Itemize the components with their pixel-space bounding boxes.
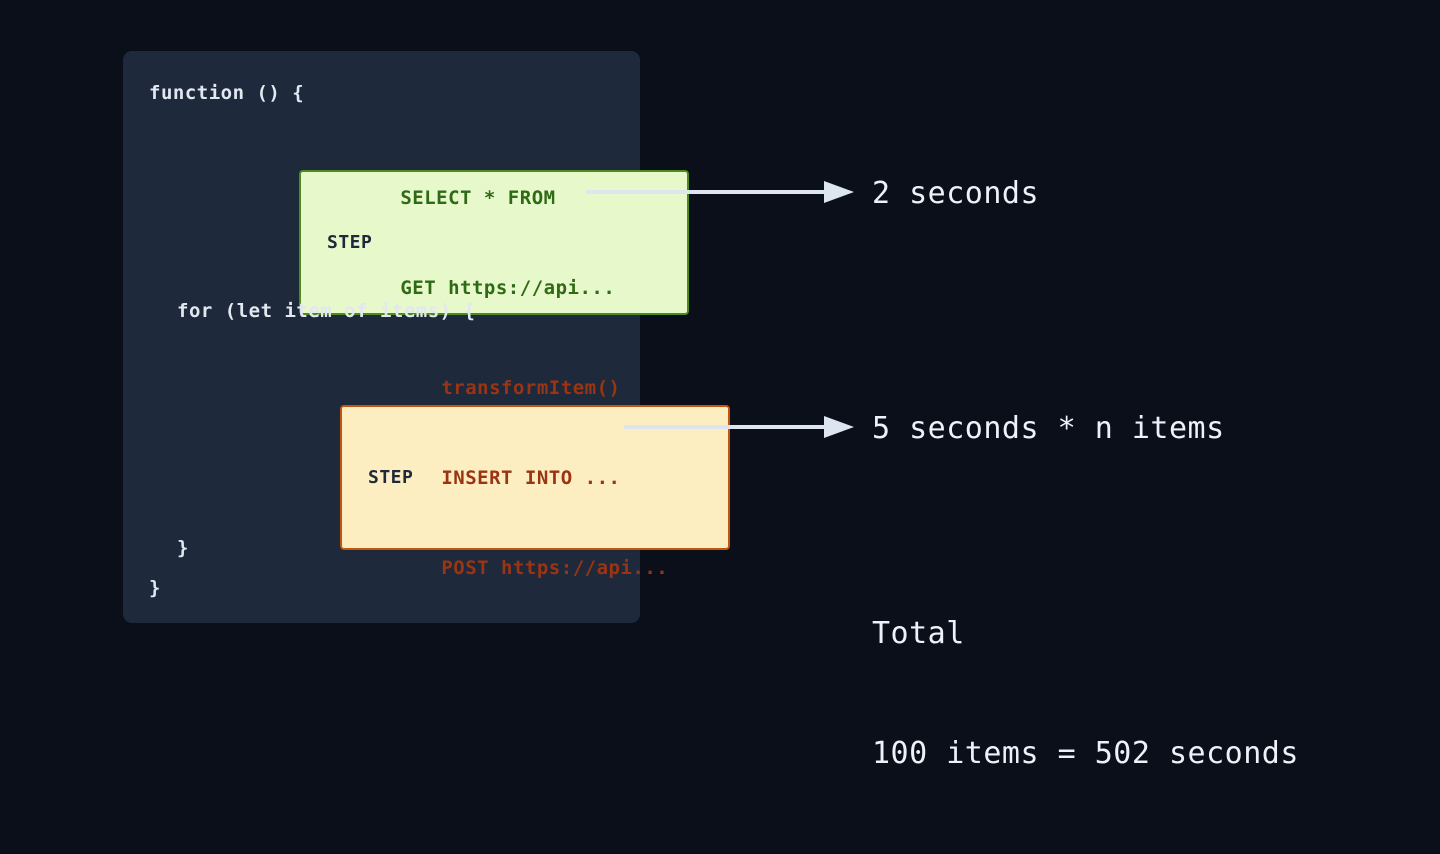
step-label-1: STEP xyxy=(327,232,373,253)
step-code-1-line-1: SELECT * FROM xyxy=(400,186,556,209)
code-line-function-close: } xyxy=(149,577,161,599)
step-code-1: SELECT * FROM GET https://api... xyxy=(400,123,687,363)
step-code-2-line-2: INSERT INTO ... xyxy=(441,466,621,489)
arrow-right-icon-1 xyxy=(586,181,854,203)
code-line-for-close: } xyxy=(177,537,189,559)
total-title: Total xyxy=(872,616,965,651)
arrow-right-icon-2 xyxy=(624,416,854,438)
annotation-step-1-timing: 2 seconds xyxy=(872,176,1040,211)
annotation-step-2-timing: 5 seconds * n items xyxy=(872,411,1225,446)
code-panel: function () { STEP SELECT * FROM GET htt… xyxy=(123,51,730,623)
step-code-2-line-1: transformItem() xyxy=(441,376,621,399)
diagram-canvas: function () { STEP SELECT * FROM GET htt… xyxy=(123,51,1298,771)
step-code-1-line-2: GET https://api... xyxy=(400,276,616,299)
code-line-function-open: function () { xyxy=(149,82,305,104)
step-box-1[interactable]: STEP SELECT * FROM GET https://api... xyxy=(299,170,689,315)
step-code-2-line-3: POST https://api... xyxy=(441,556,669,579)
step-label-2: STEP xyxy=(368,467,414,488)
total-value: 100 items = 502 seconds xyxy=(872,736,1299,771)
step-code-2: transformItem() INSERT INTO ... POST htt… xyxy=(441,313,728,643)
annotation-total: Total 100 items = 502 seconds xyxy=(872,534,1299,854)
code-line-for-loop: for (let item of items) { xyxy=(177,300,476,322)
step-box-2[interactable]: STEP transformItem() INSERT INTO ... POS… xyxy=(340,377,730,579)
